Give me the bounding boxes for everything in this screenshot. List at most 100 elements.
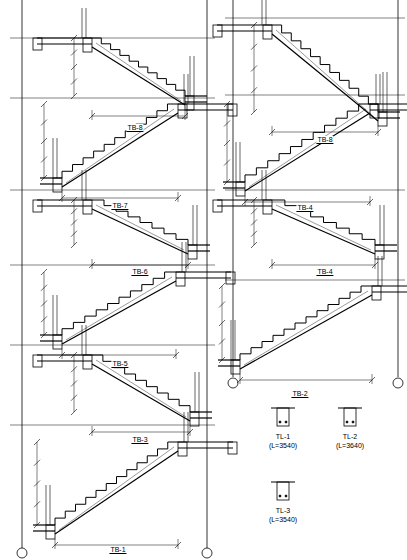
section-title: TB-4 — [316, 268, 333, 276]
drawing-line — [217, 30, 272, 31]
drawing-line — [244, 291, 368, 365]
drawing-line — [184, 412, 185, 442]
stair-steps — [272, 25, 378, 112]
beam-section — [83, 200, 92, 214]
drawing-line — [37, 360, 92, 361]
drawing-line — [82, 170, 83, 200]
drawing-line — [383, 72, 384, 112]
drawing-line — [219, 320, 225, 326]
drawing-line — [71, 395, 77, 401]
beam-label: TL-3 — [275, 507, 291, 514]
beam-label: (L=3540) — [268, 516, 298, 523]
drawing-line — [224, 121, 230, 127]
drawing-line — [82, 325, 83, 355]
drawing-line — [240, 295, 372, 369]
drawing-line — [37, 43, 92, 44]
stair-steps — [92, 38, 185, 96]
drawing-line — [57, 295, 58, 335]
drawing-line — [92, 426, 93, 436]
rebar-dot — [285, 495, 287, 497]
drawing-line — [219, 283, 225, 289]
drawing-line — [178, 539, 179, 549]
drawing-line — [59, 447, 174, 530]
beam-section — [33, 355, 42, 367]
beam-label: TL-1 — [275, 433, 291, 440]
section-title: TB-3 — [131, 436, 148, 444]
drawing-line — [46, 485, 47, 525]
drawing-line — [62, 198, 178, 199]
stair-steps — [240, 286, 372, 360]
drawing-line — [195, 372, 196, 412]
beam-section — [213, 25, 222, 37]
drawing-line — [92, 259, 93, 269]
stair-steps — [92, 200, 188, 245]
drawing-line — [262, 0, 263, 25]
drawing-line — [33, 530, 55, 531]
drawing-line — [82, 8, 83, 38]
beam-section — [370, 104, 379, 118]
drawing-line — [10, 190, 215, 191]
drawing-line — [184, 74, 185, 104]
drawing-line — [188, 259, 189, 269]
drawing-line — [40, 183, 62, 184]
drawing-line — [41, 175, 47, 181]
stair-steps — [92, 355, 190, 412]
drawing-line — [218, 365, 240, 366]
beam-section — [190, 412, 199, 426]
section-title: TB-6 — [131, 268, 148, 276]
drawing-line — [224, 160, 230, 166]
drawing-line — [41, 285, 47, 291]
beam-label: TL-2 — [342, 433, 358, 440]
drawing-line — [245, 113, 370, 191]
drawing-line — [398, 0, 399, 377]
drawing-line — [92, 116, 185, 117]
drawing-line — [41, 101, 47, 107]
drawing-line — [219, 357, 225, 363]
drawing-line — [251, 231, 257, 237]
drawing-line — [219, 302, 225, 308]
stair-steps — [272, 200, 375, 245]
beam-section — [178, 104, 187, 118]
drawing-line — [245, 196, 246, 206]
drawing-line — [382, 256, 383, 286]
drawing-line — [190, 426, 191, 436]
drawing-line — [41, 157, 47, 163]
drawing-line — [62, 349, 63, 359]
drawing-line — [34, 439, 40, 445]
drawing-line — [41, 269, 47, 275]
rebar-dot — [279, 421, 281, 423]
drawing-line — [236, 142, 237, 182]
drawing-line — [176, 349, 177, 359]
drawing-line — [384, 205, 385, 245]
drawing-line — [370, 196, 371, 206]
beam-section — [188, 245, 197, 259]
drawing-line — [96, 360, 186, 417]
beam-section — [277, 482, 289, 500]
drawing-line — [55, 451, 178, 534]
section-title: TB-4 — [296, 204, 313, 212]
drawing-line — [272, 265, 375, 266]
beam-label: (L=3540) — [268, 442, 298, 449]
drawing-line — [272, 209, 375, 254]
drawing-line — [372, 374, 373, 384]
drawing-line — [251, 44, 257, 50]
drawing-line — [186, 242, 187, 272]
drawing-line — [199, 372, 200, 412]
axis-bubble — [17, 548, 27, 558]
beam-section — [228, 104, 237, 116]
drawing-line — [41, 332, 47, 338]
drawing-line — [378, 117, 400, 118]
beam-section — [231, 360, 240, 374]
drawing-line — [176, 277, 231, 278]
drawing-line — [262, 170, 263, 200]
drawing-line — [86, 170, 87, 200]
drawing-line — [272, 259, 273, 269]
drawing-line — [71, 93, 77, 99]
drawing-line — [96, 205, 184, 250]
beam-section — [33, 200, 42, 212]
drawing-line — [53, 138, 54, 178]
drawing-line — [225, 95, 405, 96]
drawing-line — [194, 56, 195, 96]
stair-steps — [62, 104, 178, 178]
